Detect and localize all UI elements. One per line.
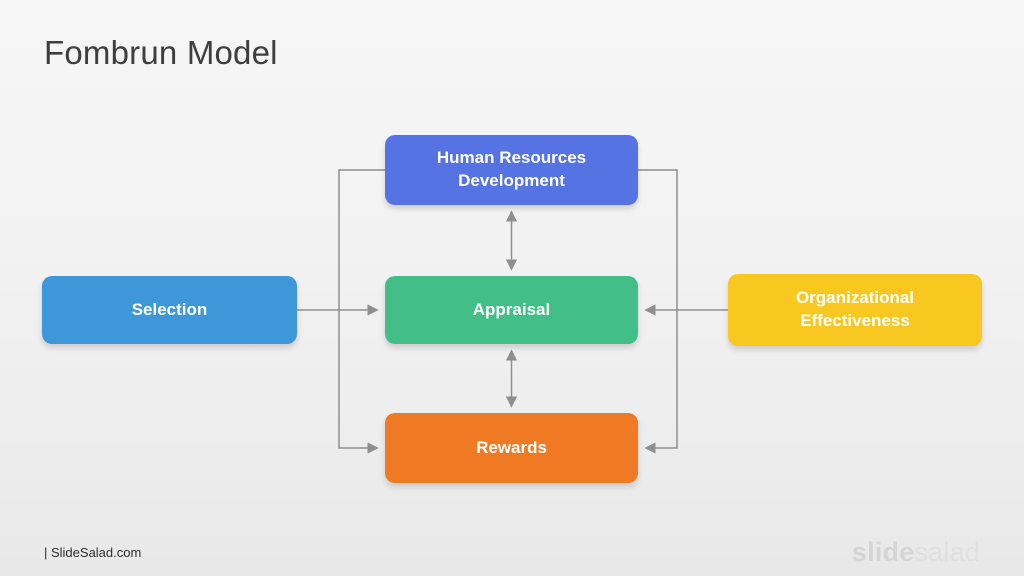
watermark-light-part: salad [914, 537, 980, 567]
node-selection: Selection [42, 276, 297, 344]
node-appraisal: Appraisal [385, 276, 638, 344]
edge-hrd-to-rewards-left [338, 169, 385, 454]
node-label: Rewards [476, 437, 547, 457]
node-organizational-effectiveness: Organizational Effectiveness [728, 274, 982, 346]
watermark-bold-part: slide [851, 537, 915, 567]
node-label: Selection [131, 299, 208, 319]
node-label: Human Resources Development [436, 148, 587, 190]
slidesalad-watermark: slidesalad [852, 537, 980, 568]
edge-hrd-to-rewards-right [638, 169, 678, 454]
node-label: Organizational Effectiveness [795, 288, 915, 330]
node-human-resources-development: Human Resources Development [385, 135, 638, 205]
footer-credit: | SlideSalad.com [44, 545, 142, 560]
node-label: Appraisal [472, 299, 551, 319]
page-title: Fombrun Model [44, 34, 278, 71]
node-rewards: Rewards [385, 413, 638, 483]
